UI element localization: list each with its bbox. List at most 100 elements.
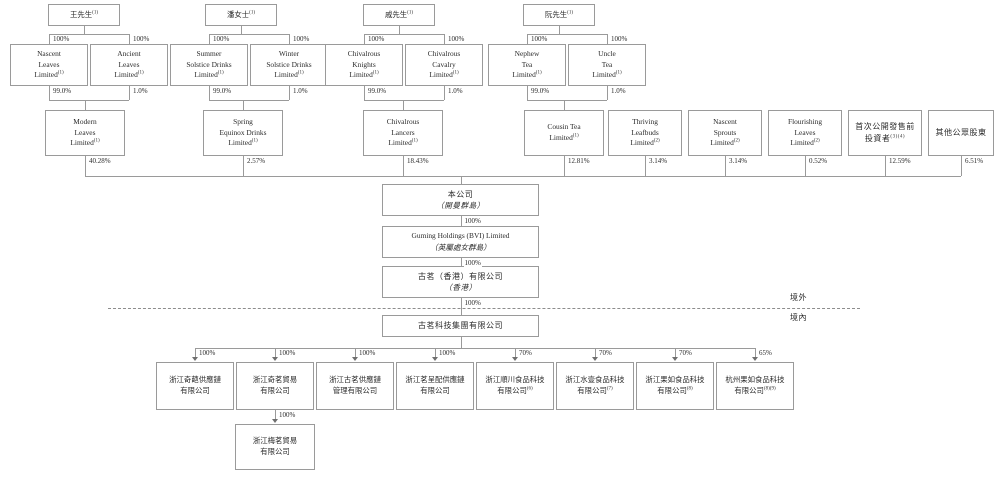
footnote-marker: (8): [686, 386, 693, 392]
node-label-line: 有限公司: [420, 386, 450, 395]
connector-down-left: [364, 34, 365, 44]
footnote-marker: (1): [249, 10, 256, 16]
connector-down-right: [444, 34, 445, 44]
node-jurisdiction-label: （開曼群島）: [436, 201, 485, 211]
connector-tech-stem: [460, 337, 462, 348]
node-label-line: Leafbuds: [631, 127, 659, 137]
connector-holdco-stem: [209, 86, 210, 100]
connector-holdco-bus: [527, 100, 607, 101]
pct-vehicle-to-company: 3.14%: [728, 157, 749, 166]
node-label-line: Modern: [73, 116, 97, 126]
connector-individual-bus: [209, 34, 289, 35]
pct-vehicle-to-company: 0.52%: [808, 157, 829, 166]
connector-holdco-bus: [209, 100, 289, 101]
footnote-marker: (1): [535, 70, 542, 76]
pct-holdco-to-vehicle: 1.0%: [610, 87, 627, 96]
subsidiary-zj-meiming-trading: 浙江梅茗貿易有限公司: [235, 424, 315, 470]
node-label-line: Limited(2): [790, 138, 820, 148]
connector-holdco-stem: [607, 86, 608, 100]
connector-individual-bus: [527, 34, 607, 35]
pct-vehicle-to-company: 12.59%: [888, 157, 912, 166]
label-offshore: 境外: [790, 293, 807, 302]
footnote-marker: (1): [93, 138, 100, 144]
pct-individual-to-holdco: 100%: [610, 35, 629, 44]
node-label-line: Nephew: [514, 48, 540, 58]
pct-vehicle-to-company: 18.43%: [406, 157, 430, 166]
node-label-line: 本公司: [447, 189, 474, 199]
node-label-line: Nascent: [37, 48, 61, 58]
node-label-line: Leaves: [794, 127, 816, 137]
individual-wang: 王先生(1): [48, 4, 120, 26]
arrow-head-icon: [592, 357, 598, 361]
subsidiary-zj-shunchuan-food: 浙江順川食品科技有限公司(6): [476, 362, 554, 410]
node-label-line: Limited(1): [34, 70, 64, 80]
footnote-marker: (1): [297, 70, 304, 76]
pct-spine: 100%: [463, 259, 482, 268]
node-label-line: 浙江奇葩供應鏈: [169, 375, 221, 385]
pct-individual-to-holdco: 100%: [212, 35, 231, 44]
node-label-line: Nascent: [713, 116, 737, 126]
footnote-marker: (1): [567, 10, 574, 16]
entity-the-company: 本公司 （開曼群島）: [382, 184, 539, 216]
node-label-line: Limited(1): [549, 133, 579, 142]
node-label-line: 戚先生(1): [384, 9, 414, 19]
node-label-line: Leaves: [38, 59, 60, 69]
connector-holdco-stem: [444, 86, 445, 100]
pct-holdco-to-vehicle: 1.0%: [292, 87, 309, 96]
connector-holdco-stem: [49, 86, 50, 100]
entity-guming-tech: 古茗科技集團有限公司: [382, 315, 539, 337]
footnote-marker: (6): [526, 386, 533, 392]
node-label-line: Chivalrous: [386, 116, 420, 126]
pct-to-subsidiary: 70%: [518, 349, 533, 358]
node-label-line: 浙江奇茗貿易: [252, 375, 298, 385]
node-label-line: 投資者(3)(4): [864, 134, 906, 143]
pct-vehicle-to-company: 6.51%: [964, 157, 985, 166]
footnote-marker: (1): [137, 70, 144, 76]
node-label-line: Uncle: [598, 48, 616, 58]
pct-holdco-to-vehicle: 1.0%: [132, 87, 149, 96]
pct-holdco-to-vehicle: 1.0%: [447, 87, 464, 96]
node-jurisdiction-label: （英屬處女群島）: [430, 242, 491, 252]
footnote-marker: (1): [411, 138, 418, 144]
connector-individual-stem: [84, 26, 85, 34]
connector-to-subsidiary: [355, 348, 356, 358]
connector-to-leaf: [275, 410, 276, 420]
footnote-marker: (2): [733, 138, 740, 144]
footnote-marker: (1): [57, 70, 64, 76]
connector-individual-bus: [49, 34, 129, 35]
node-label-line: Limited(1): [512, 70, 542, 80]
node-label-line: Spring: [233, 116, 253, 126]
pct-spine: 100%: [463, 217, 482, 226]
subsidiary-zj-guming-supply: 浙江古茗供應鏈管理有限公司: [316, 362, 394, 410]
footnote-marker: (1): [217, 70, 224, 76]
arrow-head-icon: [352, 357, 358, 361]
node-label-line: Limited(2): [710, 138, 740, 148]
connector-spine: [460, 216, 462, 226]
connector-down-right: [129, 34, 130, 44]
node-label-line: 有限公司: [260, 386, 290, 395]
connector-vehicle-stem: [725, 156, 726, 176]
subsidiary-zj-qifan-supply: 浙江奇葩供應鏈有限公司: [156, 362, 234, 410]
node-label-line: Cavalry: [432, 59, 456, 69]
connector-down-right: [289, 34, 290, 44]
node-label-line: 潘女士(1): [226, 9, 256, 19]
node-label-line: Limited(1): [114, 70, 144, 80]
pct-spine: 100%: [463, 299, 482, 308]
node-label-line: Solstice Drinks: [266, 59, 312, 69]
connector-holdco-stem: [289, 86, 290, 100]
connector-vehicle-stem: [961, 156, 962, 176]
node-label-line: 古茗（香港）有限公司: [418, 271, 503, 281]
node-label-line: Guming Holdings (BVI) Limited: [411, 231, 510, 241]
connector-down-right: [607, 34, 608, 44]
